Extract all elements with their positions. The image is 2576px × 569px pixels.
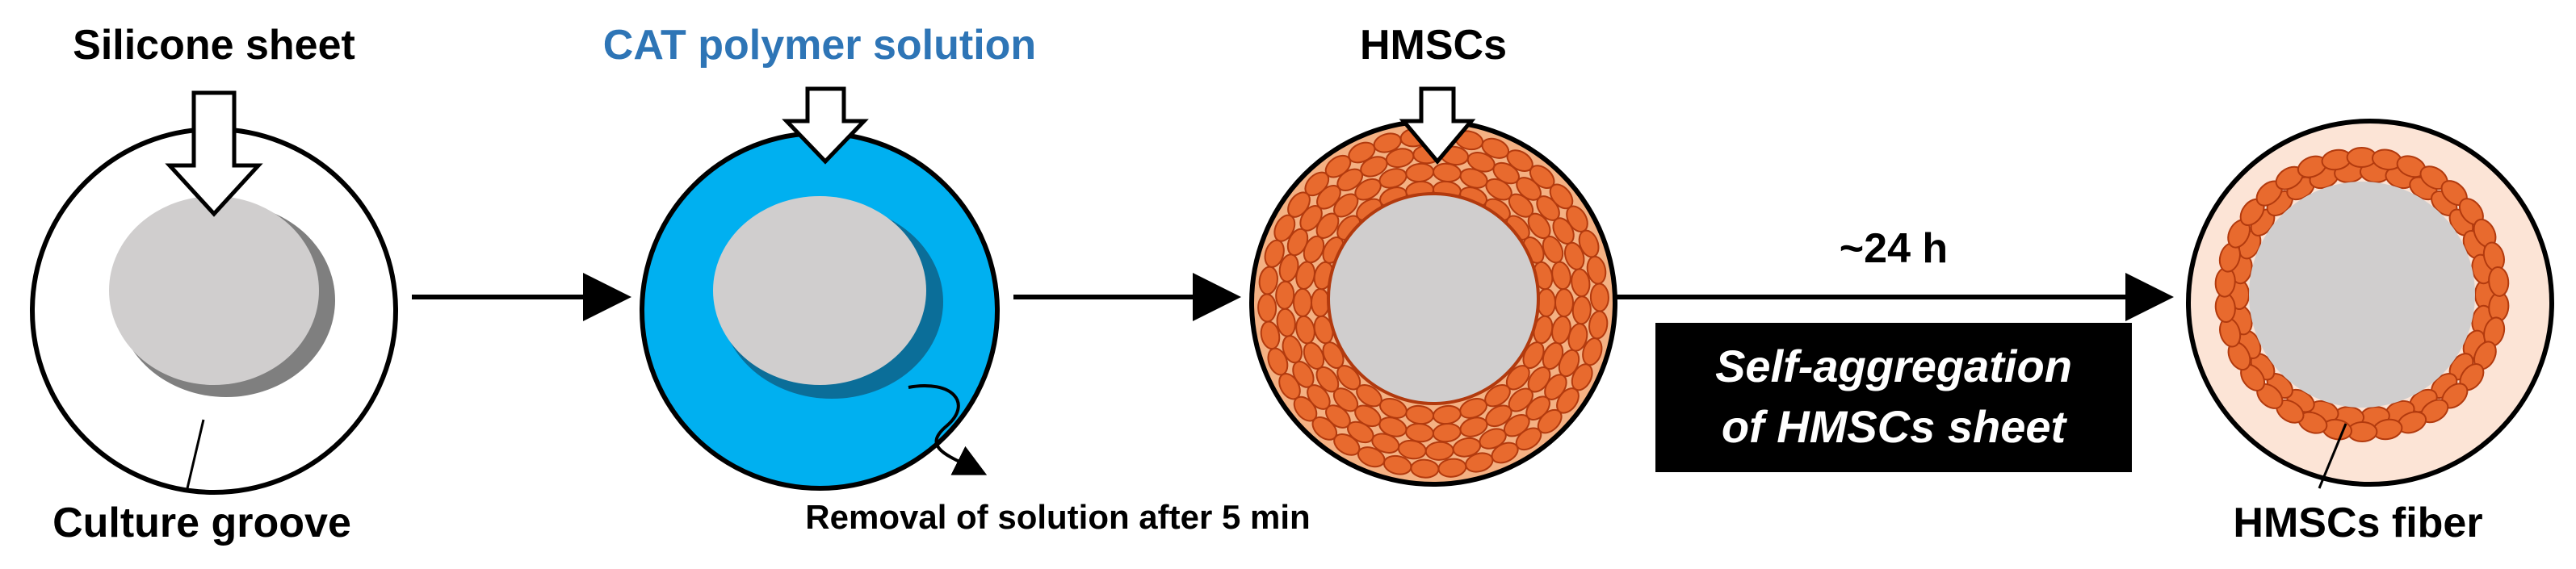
cell [2488,266,2510,297]
fiber-pointer [2318,423,2347,489]
step-4-hmscs-fiber [2186,119,2554,489]
culture-groove-pointer [186,419,205,489]
self-aggregation-line-2: of HMSCs sheet [1722,401,2068,452]
cell [1589,282,1609,312]
cell [1554,288,1574,318]
cell [1410,458,1440,479]
cell-layer [1257,127,1609,479]
hollow-down-arrow-icon [1399,86,1476,165]
cell [1257,293,1278,323]
silicone-sheet-label: Silicone sheet [73,22,355,69]
hmscs-fiber-label: HMSCs fiber [2233,500,2482,546]
cell [1567,323,1588,352]
cell [1571,295,1592,325]
silicone-sheet [109,196,319,385]
hmscs-label: HMSCs [1360,22,1507,69]
culture-groove-label: Culture groove [52,500,351,546]
cell [1311,288,1330,317]
time-label: ~24 h [1840,225,1948,272]
self-aggregation-box [1655,323,2132,472]
step-3-hmscs-seeded [1249,86,1617,487]
cell [1275,280,1295,310]
step-1-culture-groove [30,90,398,495]
hollow-down-arrow-icon [782,86,869,165]
silicone-sheet [1327,192,1540,405]
silicone-sheet [2249,182,2475,408]
curved-arrow-icon [908,384,988,475]
step-2-cat-solution [640,86,1000,491]
cell [1424,441,1454,461]
cell [1293,287,1312,317]
self-aggregation-line-1: Self-aggregation [1715,341,2072,391]
silicone-sheet [713,196,926,385]
cat-polymer-solution-label: CAT polymer solution [603,22,1036,69]
cell [1537,288,1556,317]
hollow-down-arrow-icon [165,90,263,217]
cell [1571,363,1593,391]
cell-fiber-ring [2214,146,2510,443]
removal-label: Removal of solution after 5 min [805,498,1310,536]
